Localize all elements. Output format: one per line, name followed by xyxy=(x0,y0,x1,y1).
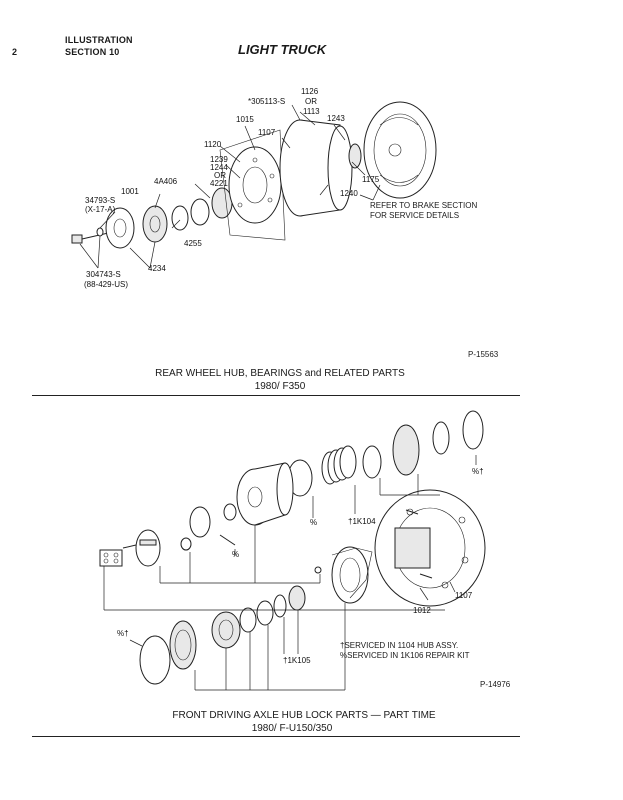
snap-ring-bottom xyxy=(139,635,171,685)
label-1k105: †1K105 xyxy=(283,656,311,665)
screw-plate xyxy=(99,549,123,567)
brake-note-line1: REFER TO BRAKE SECTION xyxy=(370,201,478,210)
washer xyxy=(96,227,104,237)
brake-assembly xyxy=(363,101,437,199)
service-note-line2: %SERVICED IN 1K106 REPAIR KIT xyxy=(340,651,470,660)
label-x-17-a: (X-17-A) xyxy=(85,205,116,214)
label-1012: 1012 xyxy=(413,606,431,615)
bolt-small xyxy=(314,566,322,574)
label-4255: 4255 xyxy=(184,239,202,248)
wheel-hub xyxy=(228,146,282,224)
retainer-ring xyxy=(288,585,306,611)
figure1-code: P-15563 xyxy=(468,350,499,359)
figure2-caption: FRONT DRIVING AXLE HUB LOCK PARTS — PART… xyxy=(172,710,436,721)
header-section: SECTION 10 xyxy=(65,47,120,57)
figure1-caption: REAR WHEEL HUB, BEARINGS and RELATED PAR… xyxy=(155,368,405,379)
washer-1 xyxy=(256,600,274,626)
backing-plate xyxy=(219,129,286,241)
label-pct-dagger-left: %† xyxy=(117,629,129,638)
label-1113: 1113 xyxy=(303,107,320,116)
page-number: 2 xyxy=(12,47,18,57)
label-4234: 4234 xyxy=(148,264,166,273)
label-pct-mid: % xyxy=(310,518,317,527)
seal-ring xyxy=(189,506,211,538)
label-pct-small: % xyxy=(232,550,239,559)
washer-2 xyxy=(273,594,287,618)
label-1244: 1244 xyxy=(210,163,228,172)
figure2-code: P-14976 xyxy=(480,680,511,689)
retainer xyxy=(362,445,382,479)
label-1126: 1126 xyxy=(301,87,319,96)
service-note-line1: †SERVICED IN 1104 HUB ASSY. xyxy=(340,641,459,650)
label-304743-s: 304743-S xyxy=(86,270,121,279)
header-illustration: ILLUSTRATION xyxy=(65,35,133,45)
brake-note: REFER TO BRAKE SECTION FOR SERVICE DETAI… xyxy=(370,201,477,221)
service-note: †SERVICED IN 1104 HUB ASSY. %SERVICED IN… xyxy=(340,641,470,661)
label-4221: 4221 xyxy=(210,179,228,188)
figure1-subcaption: 1980/ F350 xyxy=(254,381,306,392)
ring-gear xyxy=(331,546,373,604)
label-or-1: OR xyxy=(305,97,317,106)
label-1015: 1015 xyxy=(236,115,254,124)
figure2-subcaption: 1980/ F-U150/350 xyxy=(251,723,333,734)
label-1k104: †1K104 xyxy=(348,517,376,526)
label-1239: 1239 xyxy=(210,155,228,164)
page-title: LIGHT TRUCK xyxy=(238,42,327,57)
hub-lock-housing xyxy=(236,462,294,526)
hub-lock-knob xyxy=(135,529,161,567)
screw xyxy=(122,544,137,549)
outer-clutch-gear xyxy=(169,620,197,670)
wheel-stud-2 xyxy=(419,573,433,579)
brake-drum xyxy=(279,119,353,217)
divider-top xyxy=(32,395,520,396)
spacer-ring xyxy=(432,421,450,455)
label-1001: 1001 xyxy=(121,187,139,196)
bearing-race xyxy=(190,198,210,226)
label-1175: 1175 xyxy=(362,175,380,184)
label-1240: 1240 xyxy=(340,189,358,198)
front-hub-assembly xyxy=(374,489,486,607)
detent-ball xyxy=(180,537,192,551)
label-34793-s: 34793-S xyxy=(85,196,115,205)
label-305113-s: *305113-S xyxy=(248,97,285,106)
divider-bottom xyxy=(32,736,520,737)
brake-note-line2: FOR SERVICE DETAILS xyxy=(370,211,460,220)
clutch-ring xyxy=(392,424,420,476)
label-1107: 1107 xyxy=(258,128,276,137)
spring-1k104 xyxy=(321,445,357,485)
wheel-stud-1 xyxy=(405,509,419,515)
hub-flange-outer xyxy=(105,207,135,249)
snap-ring-top xyxy=(462,410,484,450)
label-1107-front: 1107 xyxy=(455,591,473,600)
small-ring xyxy=(223,503,237,521)
label-pct-dagger-top: %† xyxy=(472,467,484,476)
label-or-2: OR xyxy=(214,171,226,180)
bearing-inner xyxy=(171,205,189,231)
label-88-429-us: (88-429-US) xyxy=(84,280,128,289)
spring-1k105 xyxy=(239,607,257,633)
label-1243: 1243 xyxy=(327,114,345,123)
hub-cap xyxy=(142,205,168,243)
grease-seal xyxy=(348,143,362,169)
label-1120: 1120 xyxy=(204,140,222,149)
inner-clutch-gear xyxy=(211,611,241,649)
label-4a406: 4A406 xyxy=(154,177,178,186)
pin xyxy=(219,534,236,546)
